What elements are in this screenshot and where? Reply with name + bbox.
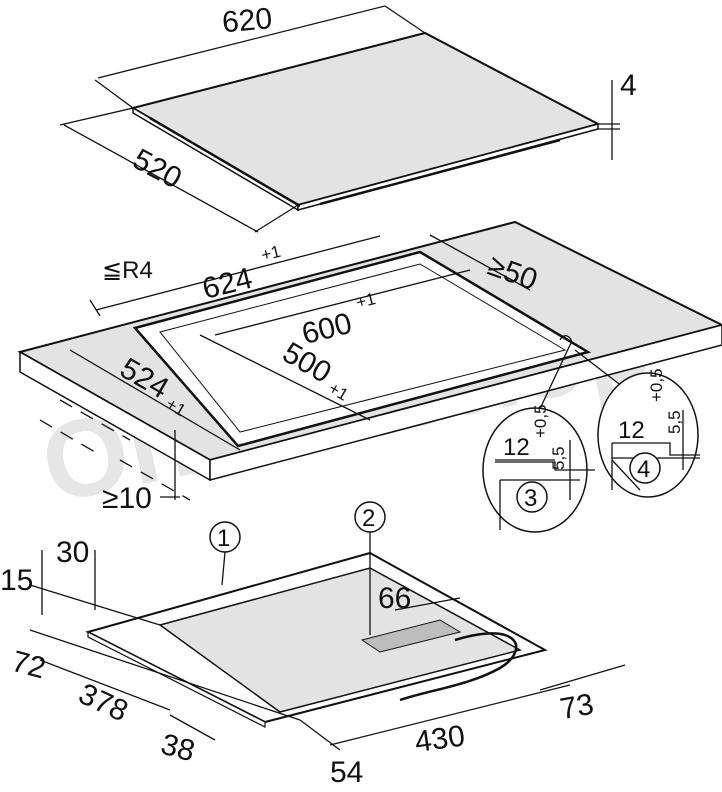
detail-4: 4 12 +0,5 5,5 (597, 368, 700, 498)
dim-4: 4 (620, 69, 637, 102)
callout-1: 1 (217, 525, 230, 552)
dim-54: 54 (330, 756, 363, 789)
dim-378: 378 (74, 677, 133, 728)
detail-3-width: 12 (503, 434, 530, 461)
dim-430: 430 (413, 719, 467, 759)
detail-4-width-tol: +0,5 (647, 368, 666, 402)
detail-3-depth: 5,5 (549, 446, 568, 470)
dim-30: 30 (56, 536, 89, 569)
detail-4-width: 12 (618, 417, 645, 444)
dim-15: 15 (0, 564, 33, 597)
dim-72: 72 (8, 645, 49, 686)
dim-below-clearance: ≥10 (102, 482, 152, 515)
callout-2: 2 (362, 505, 375, 532)
hob-top-view (59, 5, 620, 233)
hob-bottom-view (29, 501, 626, 751)
dim-600-tol: +1 (354, 289, 377, 312)
dim-624-tol: +1 (259, 242, 282, 265)
detail-4-number: 4 (637, 456, 650, 483)
detail-3: 3 12 +0,5 5,5 (482, 404, 595, 533)
dim-73: 73 (558, 688, 597, 726)
dim-66: 66 (378, 582, 411, 615)
dim-38: 38 (157, 728, 198, 769)
countertop-cutout (17, 220, 722, 501)
dim-corner-radius: ≦R4 (102, 257, 153, 284)
detail-3-number: 3 (524, 485, 537, 512)
detail-3-width-tol: +0,5 (531, 404, 550, 438)
detail-4-depth: 5,5 (665, 410, 684, 434)
dim-620: 620 (221, 2, 274, 39)
